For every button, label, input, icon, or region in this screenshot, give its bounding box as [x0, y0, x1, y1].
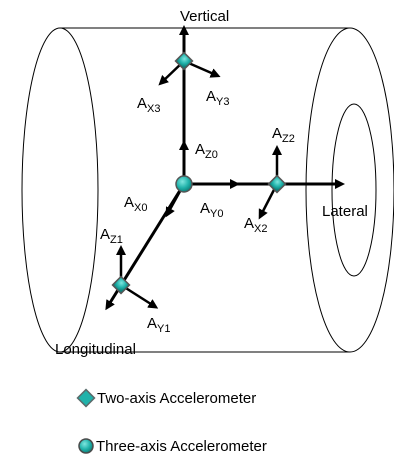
label-ay3: AY3 [206, 88, 229, 108]
vertical-label: Vertical [180, 8, 229, 25]
sensors [111, 51, 287, 295]
label-az2: AZ2 [272, 125, 295, 145]
three-axis-sensor-center [175, 175, 193, 193]
cylinder [21, 27, 394, 353]
two-axis-sensor-right [267, 174, 287, 194]
cylinder-inner-hole [331, 103, 377, 277]
main-axes [105, 25, 345, 311]
label-ay1: AY1 [147, 315, 170, 335]
legend-two-axis-label: Two-axis Accelerometer [97, 390, 256, 407]
label-ax2: AX2 [244, 215, 267, 235]
longitudinal-label: Longitudinal [55, 341, 136, 358]
two-axis-sensor-left [111, 275, 131, 295]
label-ax3: AX3 [137, 95, 160, 115]
label-ax0: AX0 [124, 194, 147, 214]
diamond-icon [76, 388, 96, 408]
legend-three-axis-label: Three-axis Accelerometer [96, 438, 267, 455]
circle-icon [78, 438, 94, 454]
axis-labels: Vertical Lateral Longitudinal [55, 8, 368, 358]
two-axis-sensor-top [174, 51, 194, 71]
cylinder-left-end [21, 27, 99, 353]
label-ay0: AY0 [200, 200, 223, 220]
lateral-label: Lateral [322, 203, 368, 220]
cylinder-body [60, 27, 350, 353]
cylinder-right-end [305, 27, 394, 353]
legend: Two-axis Accelerometer Three-axis Accele… [76, 388, 267, 455]
label-az0: AZ0 [195, 141, 218, 161]
label-az1: AZ1 [100, 226, 123, 246]
acceleration-labels: AX3 AY3 AZ0 AX0 AY0 AZ2 AX2 AZ1 AY1 [100, 88, 295, 335]
